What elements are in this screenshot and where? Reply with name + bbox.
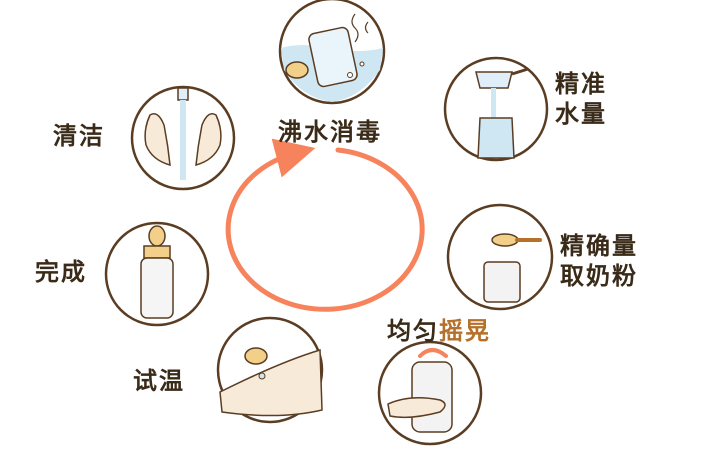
step-label-shake-part2: 摇晃 (439, 317, 491, 345)
step-label-test-text: 试温 (133, 367, 185, 395)
cycle-arrow (225, 138, 425, 312)
shaking-hands-icon (377, 340, 483, 446)
step-label-test: 试温 (133, 366, 185, 396)
step-label-formula: 精确量 取奶粉 (560, 231, 638, 291)
step-label-shake-part1: 均匀 (387, 317, 439, 345)
step-label-clean: 清洁 (53, 121, 105, 151)
step-label-sterilize: 沸水消毒 (278, 117, 382, 147)
boiling-pot-icon (278, 0, 386, 105)
measuring-cup-icon (443, 56, 549, 162)
step-label-water-line1: 精准 (555, 70, 607, 98)
step-label-done-text: 完成 (35, 258, 87, 286)
water-tap-icon (130, 85, 236, 191)
step-label-shake: 均匀摇晃 (387, 316, 491, 346)
bottle-icon (104, 221, 210, 327)
step-label-water-line2: 水量 (555, 100, 607, 128)
step-label-water: 精准 水量 (555, 69, 607, 129)
step-label-formula-line1: 精确量 (560, 232, 638, 260)
formula-scoop-icon (446, 203, 554, 311)
step-label-done: 完成 (35, 257, 87, 287)
step-label-clean-text: 清洁 (53, 122, 105, 150)
wrist-test-icon (216, 316, 324, 424)
step-label-formula-line2: 取奶粉 (560, 262, 638, 290)
step-label-sterilize-text: 沸水消毒 (278, 118, 382, 146)
